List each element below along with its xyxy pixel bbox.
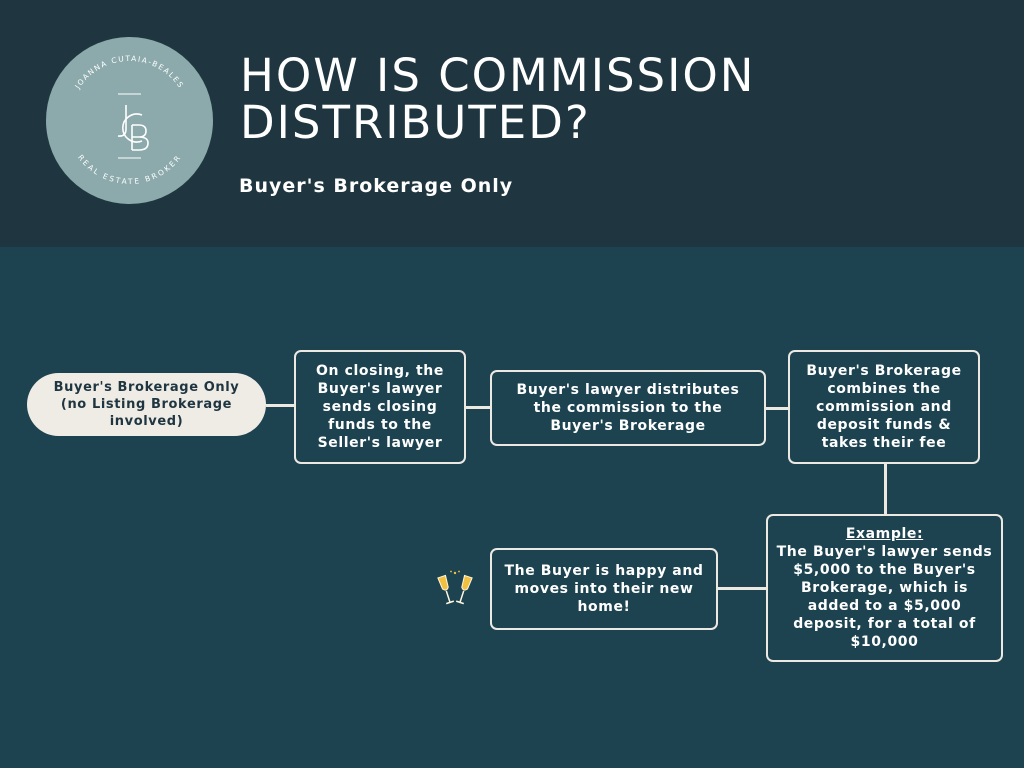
page-subtitle: Buyer's Brokerage Only	[239, 175, 514, 197]
title-line-1: HOW IS COMMISSION	[240, 49, 756, 102]
step-combine-box: Buyer's Brokerage combines the commissio…	[788, 350, 980, 464]
step-start-text: Buyer's Brokerage Only (no Listing Broke…	[53, 380, 240, 429]
step-combine-text: Buyer's Brokerage combines the commissio…	[806, 363, 962, 451]
monogram-b	[131, 124, 149, 151]
step-happy-box: The Buyer is happy and moves into their …	[490, 548, 718, 630]
step-distribute-box: Buyer's lawyer distributes the commissio…	[490, 370, 766, 446]
page-title: HOW IS COMMISSION DISTRIBUTED?	[240, 52, 755, 146]
step-example-box: Example: The Buyer's lawyer sends $5,000…	[766, 514, 1003, 662]
example-text: The Buyer's lawyer sends $5,000 to the B…	[776, 544, 993, 650]
connector-distribute-combine	[765, 407, 789, 410]
jcb-logo: JOANNA CUTAIA-BEALES REAL ESTATE BROKER	[46, 37, 213, 204]
header-band: JOANNA CUTAIA-BEALES REAL ESTATE BROKER …	[0, 0, 1024, 247]
step-distribute-text: Buyer's lawyer distributes the commissio…	[516, 382, 740, 434]
champagne-toast-icon	[437, 570, 473, 605]
connector-start-closing	[266, 404, 296, 407]
step-closing-box: On closing, the Buyer's lawyer sends clo…	[294, 350, 466, 464]
monogram-c	[122, 113, 143, 143]
step-closing-text: On closing, the Buyer's lawyer sends clo…	[316, 363, 444, 451]
connector-combine-example	[884, 463, 887, 515]
connector-closing-distribute	[465, 406, 491, 409]
connector-example-happy	[717, 587, 767, 590]
example-label: Example:	[845, 526, 924, 542]
step-happy-text: The Buyer is happy and moves into their …	[504, 563, 704, 615]
step-start-pill: Buyer's Brokerage Only (no Listing Broke…	[27, 373, 266, 436]
title-line-2: DISTRIBUTED?	[240, 96, 591, 149]
